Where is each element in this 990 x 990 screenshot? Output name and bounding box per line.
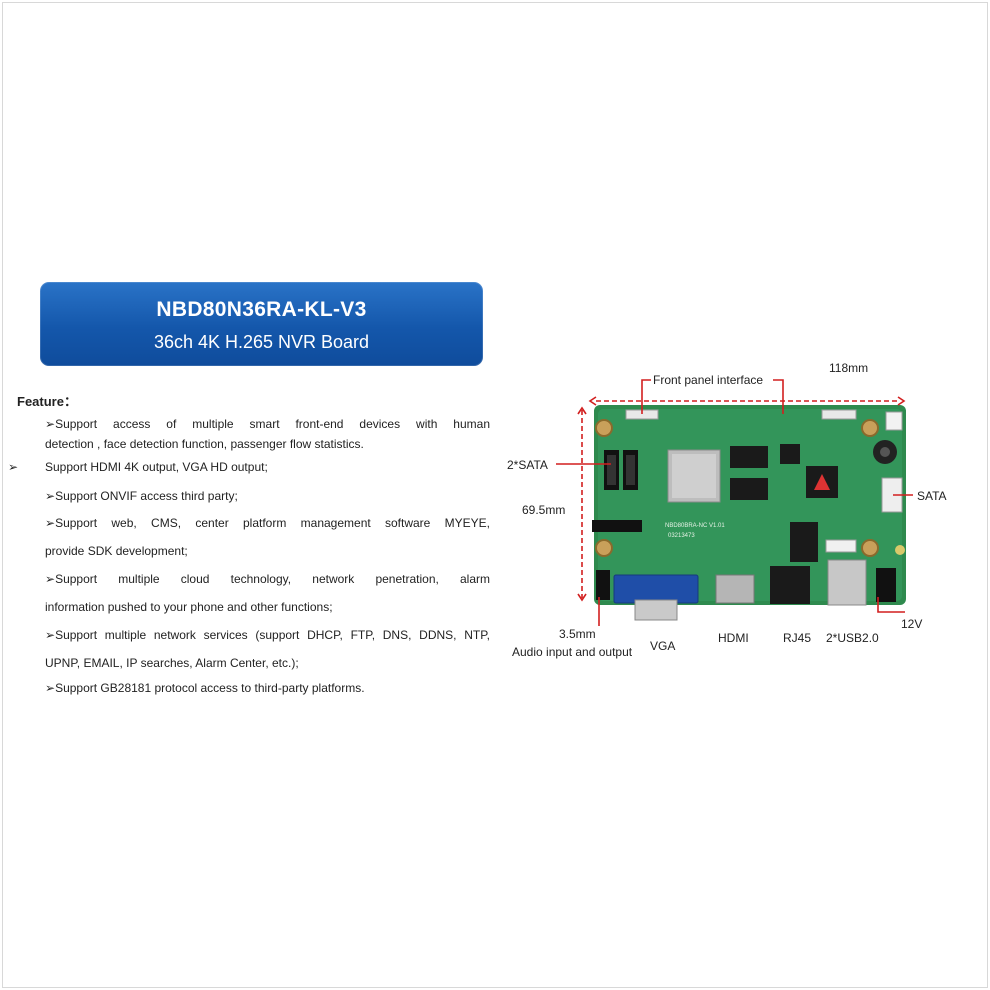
hdmi-port [715,574,755,604]
feature-item-4-line1: ➢Support web, CMS, center platform manag… [45,516,490,530]
bullet-arrow-icon: ➢ [45,516,56,530]
label-rj45: RJ45 [783,631,812,645]
feature-heading: Feature： [17,394,77,409]
label-vga: VGA [650,639,676,653]
label-audio-size: 3.5mm [559,627,596,641]
feature-item-3: ➢Support ONVIF access third party; [45,489,238,503]
feature-item-1-line2: detection , face detection function, pas… [45,437,364,451]
label-front-panel: Front panel interface [653,373,764,387]
bullet-arrow-icon: ➢ [45,628,56,642]
annotation-lines [556,379,913,626]
usb-ports [827,559,867,606]
feature-item-1-line1: ➢Support access of multiple smart front-… [45,417,490,431]
label-width: 118mm [829,361,869,375]
audio-jacks [596,570,610,600]
label-hdmi: HDMI [718,631,749,645]
product-subtitle: 36ch 4K H.265 NVR Board [153,332,370,352]
label-power: 12V [901,617,923,631]
bullet-arrow-icon: ➢ [45,572,56,586]
bullet-arrow-icon: ➢ [45,489,56,503]
model-title: NBD80N36RA-KL-V3 [156,298,367,321]
rj45-port [770,566,810,604]
power-jack [876,568,896,602]
feature-item-7: ➢Support GB28181 protocol access to thir… [45,681,365,695]
silk-board-name: NBD80BRA-NC V1.01 [665,523,725,529]
label-audio: Audio input and output [512,645,633,659]
label-usb: 2*USB2.0 [826,631,879,645]
feature-item-5-line1: ➢Support multiple cloud technology, netw… [45,572,490,586]
feature-item-2: Support HDMI 4K output, VGA HD output; [45,460,268,474]
feature-item-4-line2: provide SDK development; [45,544,188,558]
bullet-arrow-icon: ➢ [45,417,56,431]
feature-item-6-line2: UPNP, EMAIL, IP searches, Alarm Center, … [45,656,299,670]
bullet-arrow-icon: ➢ [45,681,56,695]
label-sata-right: SATA [917,489,947,503]
mounting-holes [595,419,879,557]
vga-port [613,574,699,604]
label-height: 69.5mm [522,503,566,517]
product-banner: NBD80N36RA-KL-V3 36ch 4K H.265 NVR Board [40,282,483,366]
feature-item-5-line2: information pushed to your phone and oth… [45,600,333,614]
feature-item-6-line1: ➢Support multiple network services (supp… [45,628,490,642]
silk-serial: 03213473 [668,533,695,539]
label-sata-left: 2*SATA [507,458,548,472]
bullet-arrow-icon: ➢ [8,460,19,474]
sata-left-connectors [604,450,638,490]
